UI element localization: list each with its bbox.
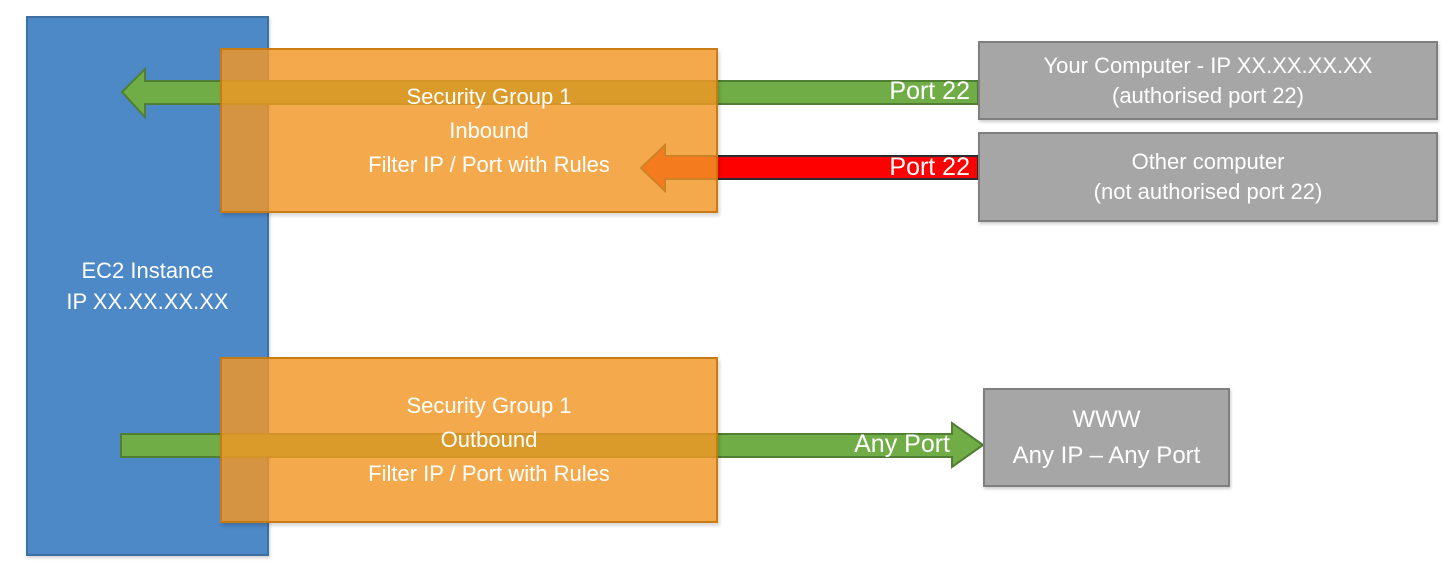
your-computer-subtitle: (authorised port 22) bbox=[1112, 82, 1304, 108]
ec2-instance-ip: IP XX.XX.XX.XX bbox=[66, 289, 229, 314]
security-group-outbound-name: Security Group 1 bbox=[406, 393, 572, 418]
security-group-outbound-box: Security Group 1 Outbound Filter IP / Po… bbox=[220, 357, 718, 523]
security-group-inbound-box: Security Group 1 Inbound Filter IP / Por… bbox=[220, 48, 718, 213]
www-title: WWW bbox=[1072, 405, 1141, 433]
inbound-allowed-port-label: Port 22 bbox=[889, 77, 970, 105]
inbound-blocked-port-label: Port 22 bbox=[889, 153, 970, 181]
security-group-outbound-rule: Filter IP / Port with Rules bbox=[368, 461, 610, 486]
other-computer-title: Other computer bbox=[1131, 149, 1285, 174]
security-group-inbound-name: Security Group 1 bbox=[406, 83, 572, 109]
other-computer-subtitle: (not authorised port 22) bbox=[1093, 179, 1323, 204]
ec2-instance-title: EC2 Instance bbox=[81, 258, 214, 283]
security-group-outbound-direction: Outbound bbox=[440, 427, 538, 452]
security-group-inbound-direction: Inbound bbox=[449, 117, 529, 143]
your-computer-box: Your Computer - IP XX.XX.XX.XX (authoris… bbox=[978, 41, 1438, 120]
other-computer-box: Other computer (not authorised port 22) bbox=[978, 132, 1438, 222]
security-group-outbound-text: Security Group 1 Outbound Filter IP / Po… bbox=[368, 389, 610, 491]
outbound-port-label: Any Port bbox=[854, 430, 950, 458]
security-group-inbound-text: Security Group 1 Inbound Filter IP / Por… bbox=[368, 80, 610, 182]
www-box: WWW Any IP – Any Port bbox=[983, 388, 1230, 487]
security-group-inbound-rule: Filter IP / Port with Rules bbox=[368, 151, 610, 177]
your-computer-title: Your Computer - IP XX.XX.XX.XX bbox=[1043, 52, 1373, 78]
www-subtitle: Any IP – Any Port bbox=[1012, 441, 1201, 469]
